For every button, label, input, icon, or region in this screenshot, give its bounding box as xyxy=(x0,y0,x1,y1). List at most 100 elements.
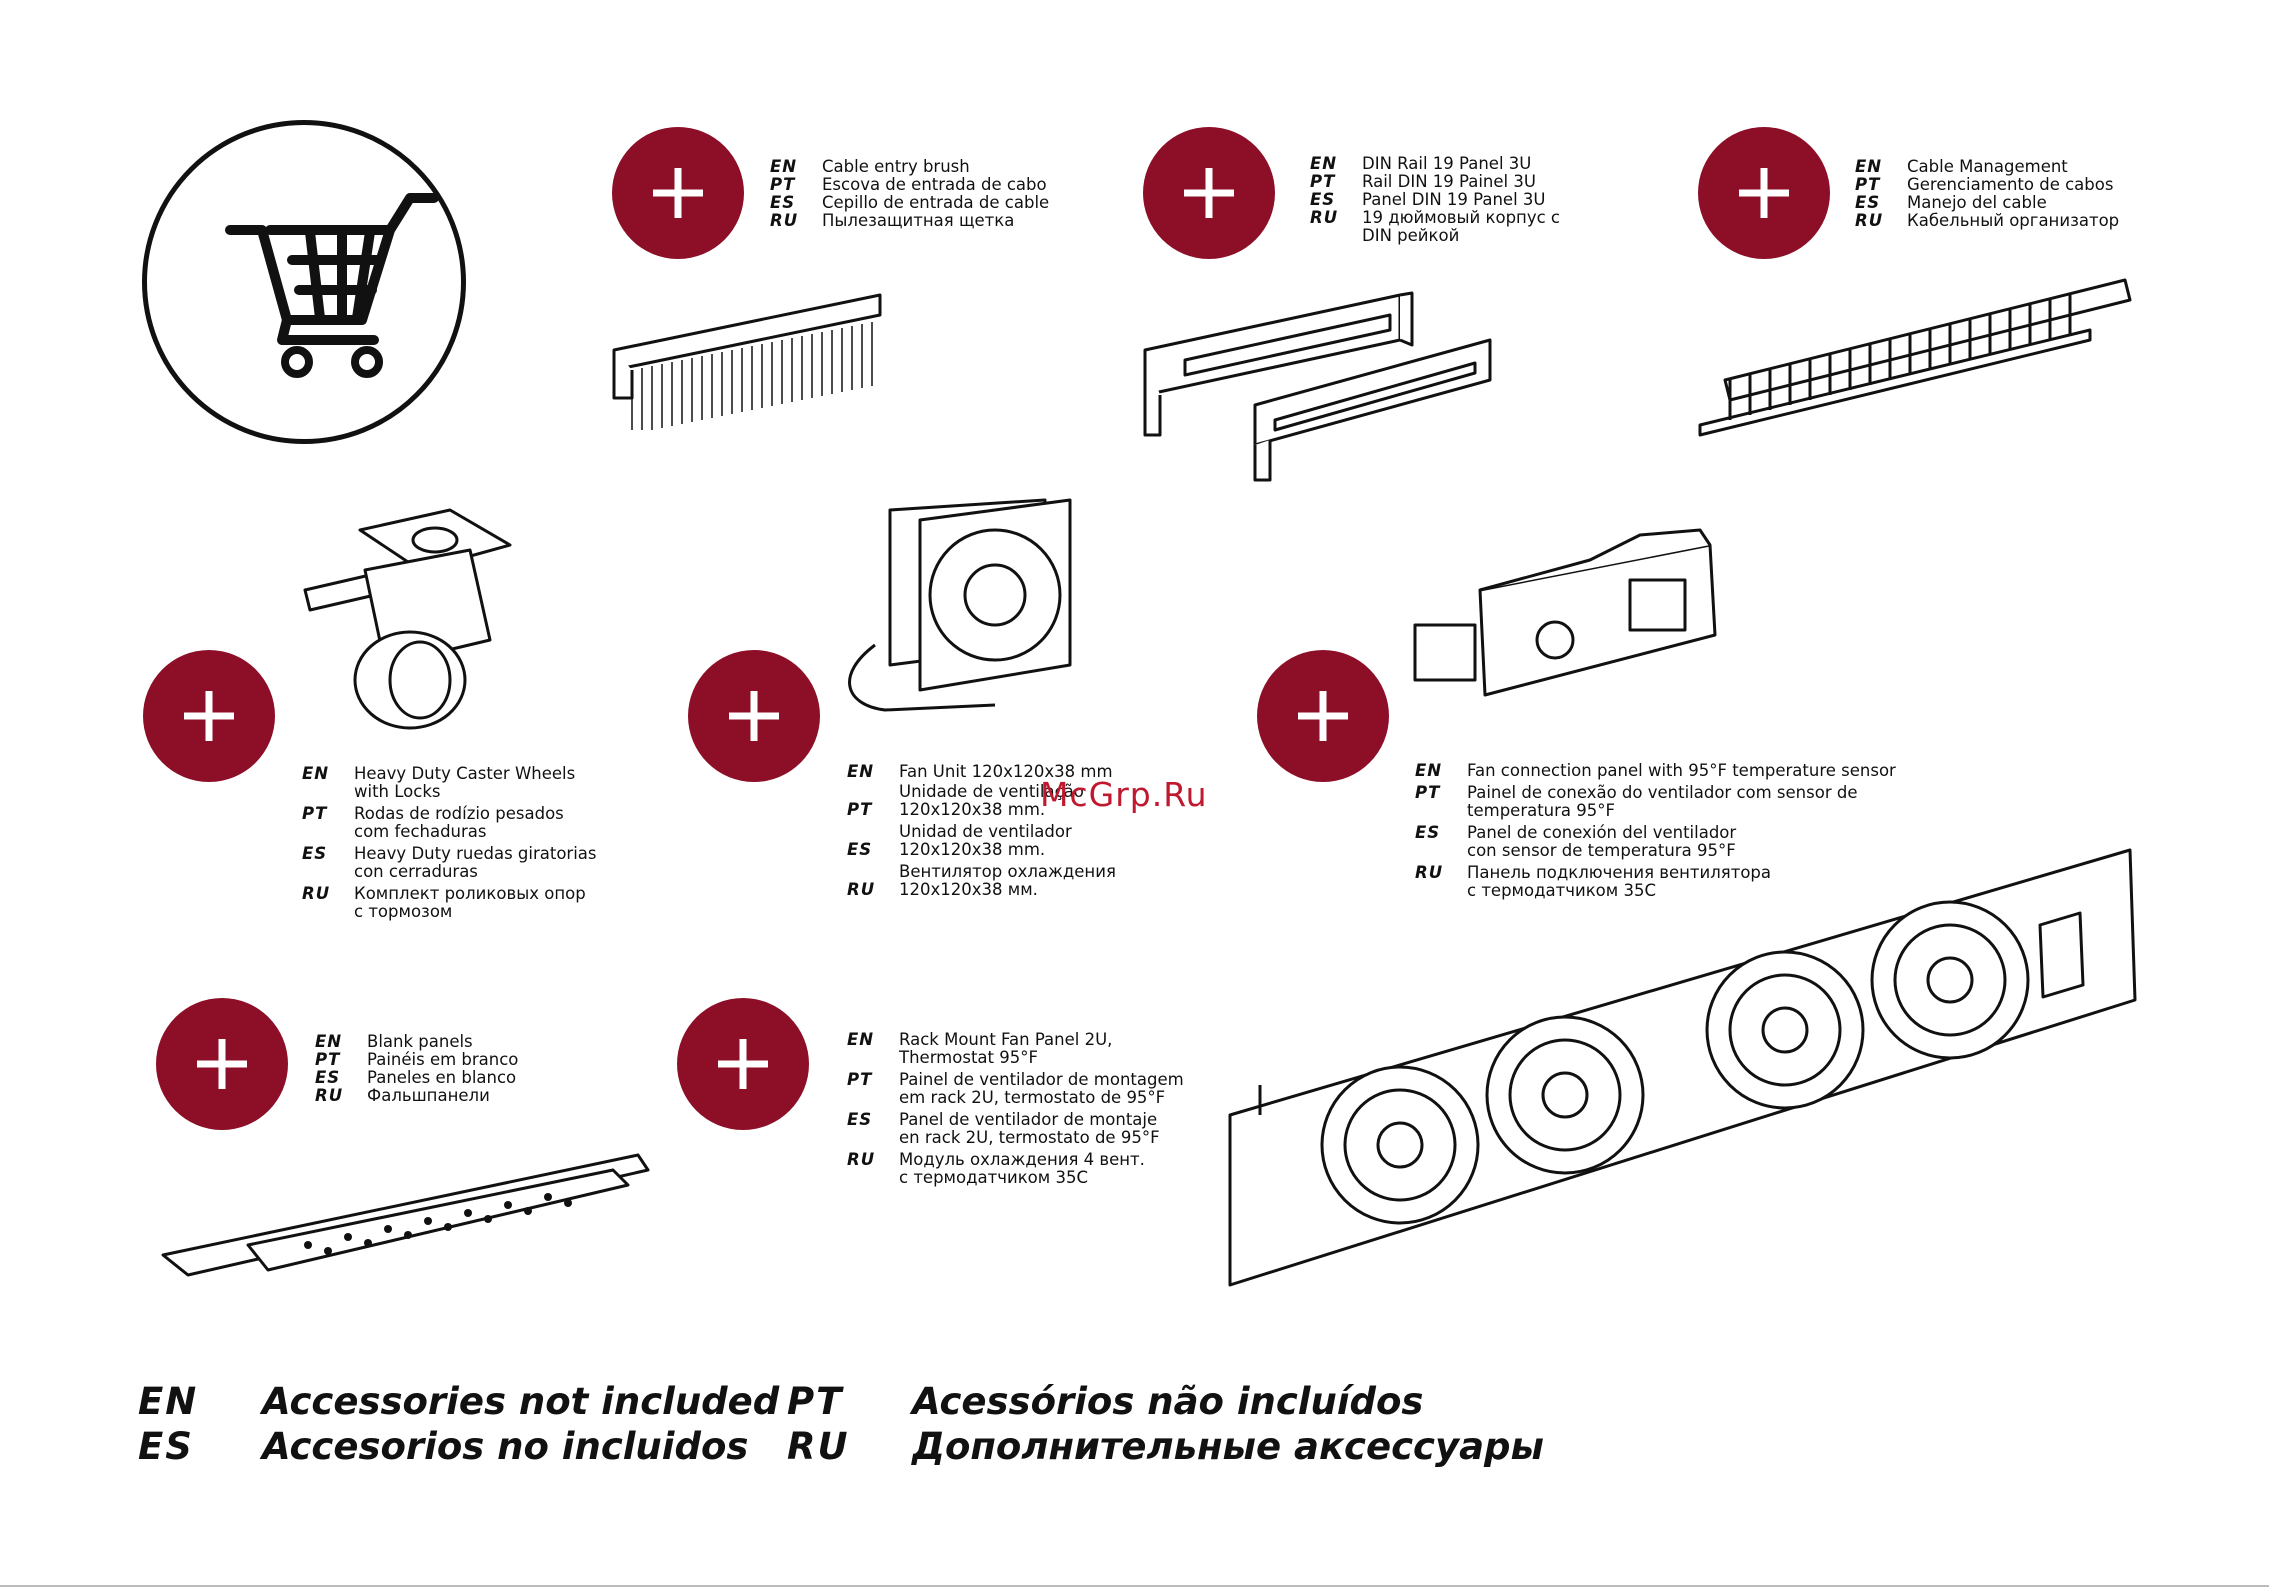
rack-fan-panel-illustration xyxy=(1228,848,2137,1287)
fan-unit-illustration xyxy=(848,498,1072,712)
text-cable-management: EN Cable Management PT Gerenciamento de ca… xyxy=(1855,158,2119,230)
lang-code: EN xyxy=(847,1030,875,1049)
shopping-cart-icon xyxy=(225,193,439,378)
footer-code-en: EN xyxy=(138,1380,199,1423)
add-blank-panels-icon xyxy=(156,998,288,1130)
label-en: Blank panels xyxy=(367,1032,473,1051)
label-es: Cepillo de entrada de cable xyxy=(822,193,1050,212)
lang-code: RU xyxy=(302,884,331,903)
text-rack-fan-panel: EN Rack Mount Fan Panel 2U, Thermostat 95… xyxy=(847,1031,1184,1191)
label-pt: Rail DIN 19 Painel 3U xyxy=(1362,172,1536,191)
add-cable-brush-icon xyxy=(612,127,744,259)
lang-code: RU xyxy=(847,1150,876,1169)
label-pt: Gerenciamento de cabos xyxy=(1907,175,2114,194)
cable-management-illustration xyxy=(1698,278,2132,437)
lang-code: ES xyxy=(770,193,796,212)
label-en: Fan Unit 120x120x38 mm xyxy=(899,762,1113,781)
label-es: Unidad de ventilador 120x120x38 mm. xyxy=(899,822,1072,859)
lang-code: PT xyxy=(847,800,873,819)
label-ru: Фальшпанели xyxy=(367,1086,490,1105)
label-es: Heavy Duty ruedas giratorias con cerradu… xyxy=(354,844,597,881)
lang-code: ES xyxy=(1855,193,1881,212)
add-rack-fan-panel-icon xyxy=(677,998,809,1130)
label-en: DIN Rail 19 Panel 3U xyxy=(1362,154,1532,173)
lang-code: EN xyxy=(847,762,875,781)
label-en: Heavy Duty Caster Wheels with Locks xyxy=(354,764,576,801)
lang-code: RU xyxy=(1855,211,1884,230)
lang-code: RU xyxy=(1310,208,1339,227)
label-es: Panel de conexión del ventilador con sen… xyxy=(1467,823,1737,860)
lang-code: ES xyxy=(847,1110,873,1129)
cable-brush-illustration xyxy=(612,293,882,430)
footer-text-pt: Acessórios não incluídos xyxy=(912,1380,1424,1423)
label-es: Panel de ventilador de montaje en rack 2… xyxy=(899,1110,1160,1147)
label-pt: Painel de ventilador de montagem em rack… xyxy=(899,1070,1184,1107)
label-es: Manejo del cable xyxy=(1907,193,2047,212)
footer-code-pt: PT xyxy=(787,1380,844,1423)
blank-panel-illustration xyxy=(161,1153,650,1277)
lang-code: PT xyxy=(770,175,796,194)
text-blank-panels: EN Blank panels PT Painéis em branco ES Pan… xyxy=(315,1033,518,1105)
label-ru: Вентилятор охлаждения 120x120x38 мм. xyxy=(899,862,1116,899)
lang-code: EN xyxy=(770,157,798,176)
label-ru: Кабельный организатор xyxy=(1907,211,2120,230)
label-ru: Пылезащитная щетка xyxy=(822,211,1015,230)
lang-code: RU xyxy=(315,1086,344,1105)
footer-code-ru: RU xyxy=(787,1425,850,1468)
lang-code: EN xyxy=(315,1032,343,1051)
footer-text-ru: Дополнительные аксессуары xyxy=(912,1425,1544,1468)
add-cable-management-icon xyxy=(1698,127,1830,259)
text-din-rail: EN DIN Rail 19 Panel 3U PT Rail DIN 19 Pai… xyxy=(1310,155,1560,245)
cart-badge xyxy=(142,120,466,444)
text-cable-brush: EN Cable entry brush PT Escova de entrada … xyxy=(770,158,1049,234)
label-ru: 19 дюймовый корпус с DIN рейкой xyxy=(1362,208,1560,245)
footer-code-es: ES xyxy=(138,1425,194,1468)
fan-connection-panel-illustration xyxy=(1413,528,1717,697)
lang-code: EN xyxy=(1310,154,1338,173)
label-en: Rack Mount Fan Panel 2U, Thermostat 95°F xyxy=(899,1030,1113,1067)
lang-code: PT xyxy=(302,804,328,823)
label-pt: Painéis em branco xyxy=(367,1050,519,1069)
label-ru: Панель подключения вентилятора с термода… xyxy=(1467,863,1772,900)
label-es: Paneles en blanco xyxy=(367,1068,517,1087)
label-pt: Rodas de rodízio pesados com fechaduras xyxy=(354,804,564,841)
lang-code: EN xyxy=(302,764,330,783)
lang-code: EN xyxy=(1415,761,1443,780)
label-pt: Painel de conexão do ventilador com sens… xyxy=(1467,783,1858,820)
caster-wheel-illustration xyxy=(303,508,512,730)
lang-code: ES xyxy=(1415,823,1441,842)
lang-code: EN xyxy=(1855,157,1883,176)
label-en: Cable Management xyxy=(1907,157,2068,176)
footer-text-en: Accessories not included xyxy=(262,1380,780,1423)
lang-code: RU xyxy=(847,880,876,899)
label-es: Panel DIN 19 Panel 3U xyxy=(1362,190,1546,209)
add-fan-connection-icon xyxy=(1257,650,1389,782)
lang-code: ES xyxy=(847,840,873,859)
lang-code: ES xyxy=(315,1068,341,1087)
watermark: McGrp.Ru xyxy=(1040,775,1208,814)
lang-code: RU xyxy=(770,211,799,230)
label-pt: Escova de entrada de cabo xyxy=(822,175,1047,194)
label-en: Cable entry brush xyxy=(822,157,970,176)
lang-code: PT xyxy=(1310,172,1336,191)
label-pt: Unidade de ventilação 120x120x38 mm. xyxy=(899,782,1084,819)
footer-text-es: Accesorios no incluidos xyxy=(262,1425,749,1468)
text-caster-wheels: EN Heavy Duty Caster Wheels with Locks PT… xyxy=(302,765,597,925)
lang-code: RU xyxy=(1415,863,1444,882)
lang-code: PT xyxy=(1415,783,1441,802)
text-fan-connection: EN Fan connection panel with 95°F tempera… xyxy=(1415,762,1896,904)
add-din-rail-icon xyxy=(1143,127,1275,259)
add-caster-wheels-icon xyxy=(143,650,275,782)
lang-code: PT xyxy=(847,1070,873,1089)
lang-code: PT xyxy=(315,1050,341,1069)
text-fan-unit: EN Fan Unit 120x120x38 mm PT Unidade de ve… xyxy=(847,763,1116,903)
lang-code: PT xyxy=(1855,175,1881,194)
lang-code: ES xyxy=(1310,190,1336,209)
add-fan-unit-icon xyxy=(688,650,820,782)
label-ru: Комплект роликовых опор с тормозом xyxy=(354,884,586,921)
label-ru: Модуль охлаждения 4 вент. с термодатчико… xyxy=(899,1150,1145,1187)
bottom-divider xyxy=(0,1585,2269,1587)
lang-code: ES xyxy=(302,844,328,863)
din-rail-illustration xyxy=(1143,291,1492,482)
label-en: Fan connection panel with 95°F temperatu… xyxy=(1467,761,1896,780)
